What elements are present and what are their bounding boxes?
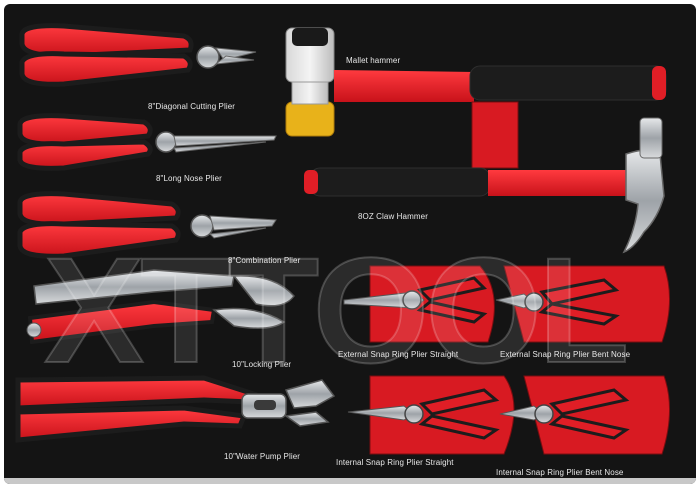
external-snap-ring-plier-bent-nose [495,278,620,326]
foam-insert [471,101,519,169]
label-combination-plier: 8"Combination Plier [228,256,301,265]
tray-artwork [15,23,671,455]
label-internal-snap-ring-bent: Internal Snap Ring Plier Bent Nose [496,468,624,477]
label-water-pump-plier: 10"Water Pump Plier [224,452,301,461]
label-long-nose-plier: 8"Long Nose Plier [156,174,222,183]
external-snap-ring-plier-straight [343,276,488,324]
long-nose-plier [17,113,277,171]
combination-plier [17,191,277,259]
label-locking-plier: 10"Locking Plier [232,360,292,369]
water-pump-plier [15,375,336,443]
label-diagonal-cutting-plier: 8"Diagonal Cutting Plier [148,102,236,111]
label-internal-snap-ring-straight: Internal Snap Ring Plier Straight [336,458,454,467]
internal-snap-ring-plier-straight [347,388,500,440]
diagonal-cutting-plier [19,23,257,87]
tool-tray: XTTOOL 8"Diagonal Cutting Plier 8"Long N… [4,4,696,484]
label-claw-hammer: 8OZ Claw Hammer [358,212,428,221]
locking-plier [26,269,295,345]
mallet-hammer [285,27,667,137]
snap-ring-section [369,265,671,455]
tray-edge [4,478,696,484]
claw-hammer [304,117,665,254]
internal-snap-ring-plier-bent-nose [499,388,630,440]
label-external-snap-ring-straight: External Snap Ring Plier Straight [338,350,459,359]
label-mallet-hammer: Mallet hammer [346,56,401,65]
label-external-snap-ring-bent: External Snap Ring Plier Bent Nose [500,350,631,359]
